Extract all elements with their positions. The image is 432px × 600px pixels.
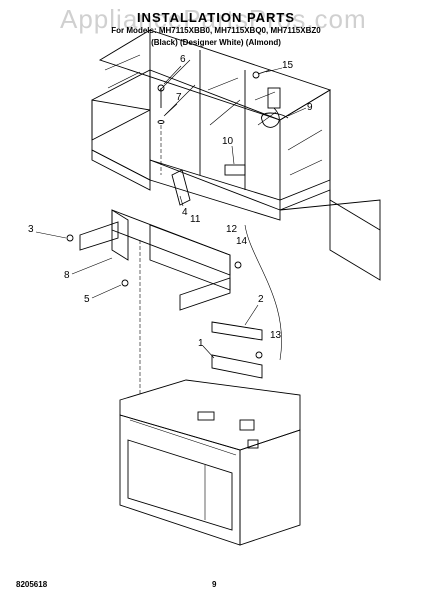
part-callouts: 6 7 15 9 10 4 11 12 3 14 8 5 2 13 1 [28,54,313,359]
callout-11: 11 [190,214,201,225]
top-screws [157,69,271,175]
mounting-plate [66,169,242,395]
callout-12: 12 [226,224,238,235]
charcoal-filters [211,321,263,379]
callout-14: 14 [236,236,248,247]
model-numbers: For Models: MH7115XBB0, MH7115XBQ0, MH71… [111,26,321,35]
callout-13: 13 [270,330,282,341]
callout-15: 15 [282,60,294,71]
callout-9: 9 [307,102,313,113]
document-number: 8205618 [16,580,48,589]
wall-cabinets [91,29,381,281]
callout-8: 8 [64,270,70,281]
callout-2: 2 [258,294,264,305]
watermark: AppliancePartsPros.com [60,4,367,34]
callout-3: 3 [28,224,34,235]
callout-7: 7 [176,92,182,103]
microwave-oven [119,379,301,546]
callout-10: 10 [222,136,234,147]
callout-5: 5 [84,294,90,305]
callout-4: 4 [182,207,188,218]
page-number: 9 [212,580,217,589]
page-title: INSTALLATION PARTS [136,10,296,25]
finish-colors: (Black) (Designer White) (Almond) [151,38,281,47]
power-outlet-and-cord [224,87,289,361]
callout-1: 1 [198,338,204,349]
callout-6: 6 [180,54,186,65]
